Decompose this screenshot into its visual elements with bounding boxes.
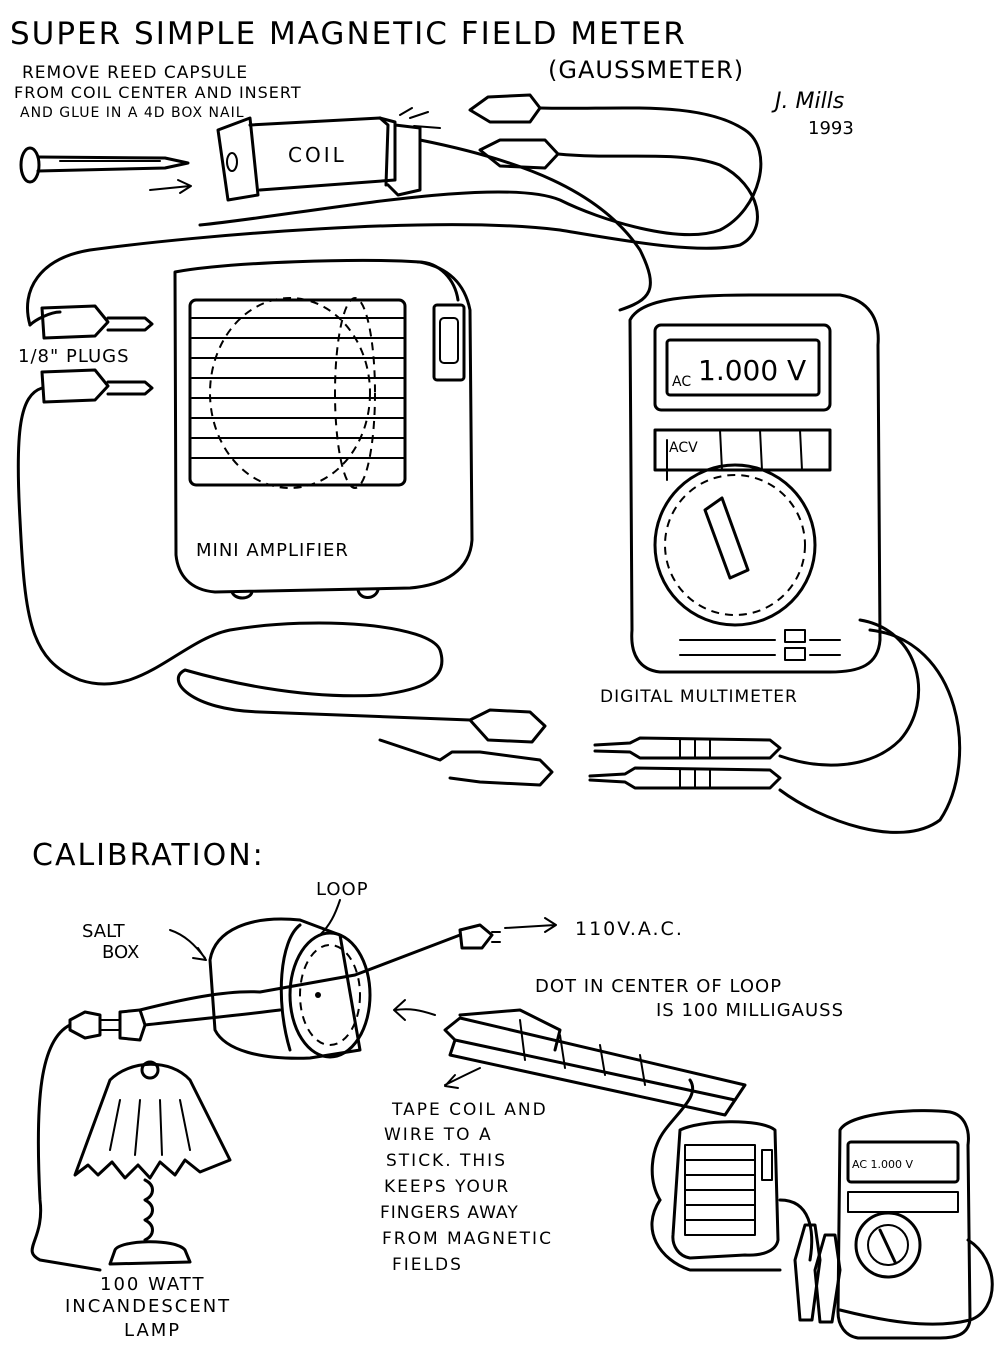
power-plug-icon (30, 1008, 147, 1272)
lamp-label-3: LAMP (124, 1320, 181, 1341)
dot-note-line-1: DOT IN CENTER OF LOOP (535, 976, 782, 997)
incandescent-lamp-icon (73, 1060, 232, 1266)
taped-coil-stick (443, 1008, 747, 1202)
alligator-clip-icon (198, 93, 763, 237)
plug-icon-lower (16, 368, 154, 682)
coil-label: COIL (288, 143, 347, 167)
lamp-label-2: INCANDESCENT (65, 1296, 231, 1317)
tape-note-line-5: FINGERS AWAY (380, 1203, 519, 1223)
tape-note-line-3: STICK. THIS (386, 1151, 507, 1171)
power-plug-icon (458, 923, 501, 950)
small-amplifier (650, 1120, 782, 1272)
lamp-label-1: 100 WATT (100, 1274, 205, 1295)
power-label: 110V.A.C. (575, 918, 684, 940)
signature-year: 1993 (808, 118, 854, 139)
box-nail-icon (19, 146, 192, 194)
arrow-icon (393, 999, 436, 1021)
tape-note-line-2: WIRE TO A (384, 1125, 493, 1145)
meter-ac-label: AC (672, 374, 691, 390)
dot-note-line-2: IS 100 MILLIGAUSS (656, 1000, 844, 1021)
alligator-clip-icon (468, 708, 547, 744)
signature-name: J. Mills (771, 89, 844, 114)
instruction-line-2: FROM COIL CENTER AND INSERT (14, 83, 302, 102)
digital-multimeter (628, 293, 882, 674)
instruction-line-1: REMOVE REED CAPSULE (22, 63, 248, 83)
salt-box-label-2: BOX (102, 942, 139, 963)
tape-note-line-7: FIELDS (392, 1255, 463, 1275)
amplifier-label: MINI AMPLIFIER (196, 540, 349, 561)
plug-icon-upper (28, 304, 154, 340)
meter-range-label: ACV (669, 440, 698, 456)
salt-box-label-1: SALT (82, 921, 126, 942)
test-probe-icon (793, 1223, 842, 1324)
alligator-clip-icon (378, 738, 554, 787)
calibration-heading: CALIBRATION: (32, 838, 265, 873)
small-meter-reading: AC 1.000 V (852, 1158, 913, 1171)
small-multimeter (836, 1109, 972, 1340)
loop-label: LOOP (316, 879, 369, 900)
multimeter-label: DIGITAL MULTIMETER (600, 687, 798, 707)
meter-reading: 1.000 V (698, 354, 806, 387)
test-probe-icon (588, 766, 782, 790)
alligator-clip-icon (26, 138, 759, 327)
title-line1: SUPER SIMPLE MAGNETIC FIELD METER (10, 16, 687, 52)
coil-icon (216, 107, 441, 202)
plugs-label: 1/8" PLUGS (18, 346, 130, 367)
tape-note-line-1: TAPE COIL AND (391, 1100, 548, 1120)
instruction-line-3: AND GLUE IN A 4D BOX NAIL (20, 105, 245, 121)
test-probe-icon (593, 736, 782, 760)
tape-note-line-4: KEEPS YOUR (384, 1177, 510, 1197)
mini-amplifier (173, 258, 474, 600)
salt-box-loop (138, 917, 462, 1060)
title-line2: (GAUSSMETER) (548, 56, 744, 84)
tape-note-line-6: FROM MAGNETIC (382, 1229, 553, 1249)
arrow-icon (504, 917, 557, 933)
arrow-icon (444, 1067, 481, 1089)
arrow-icon (169, 929, 207, 961)
